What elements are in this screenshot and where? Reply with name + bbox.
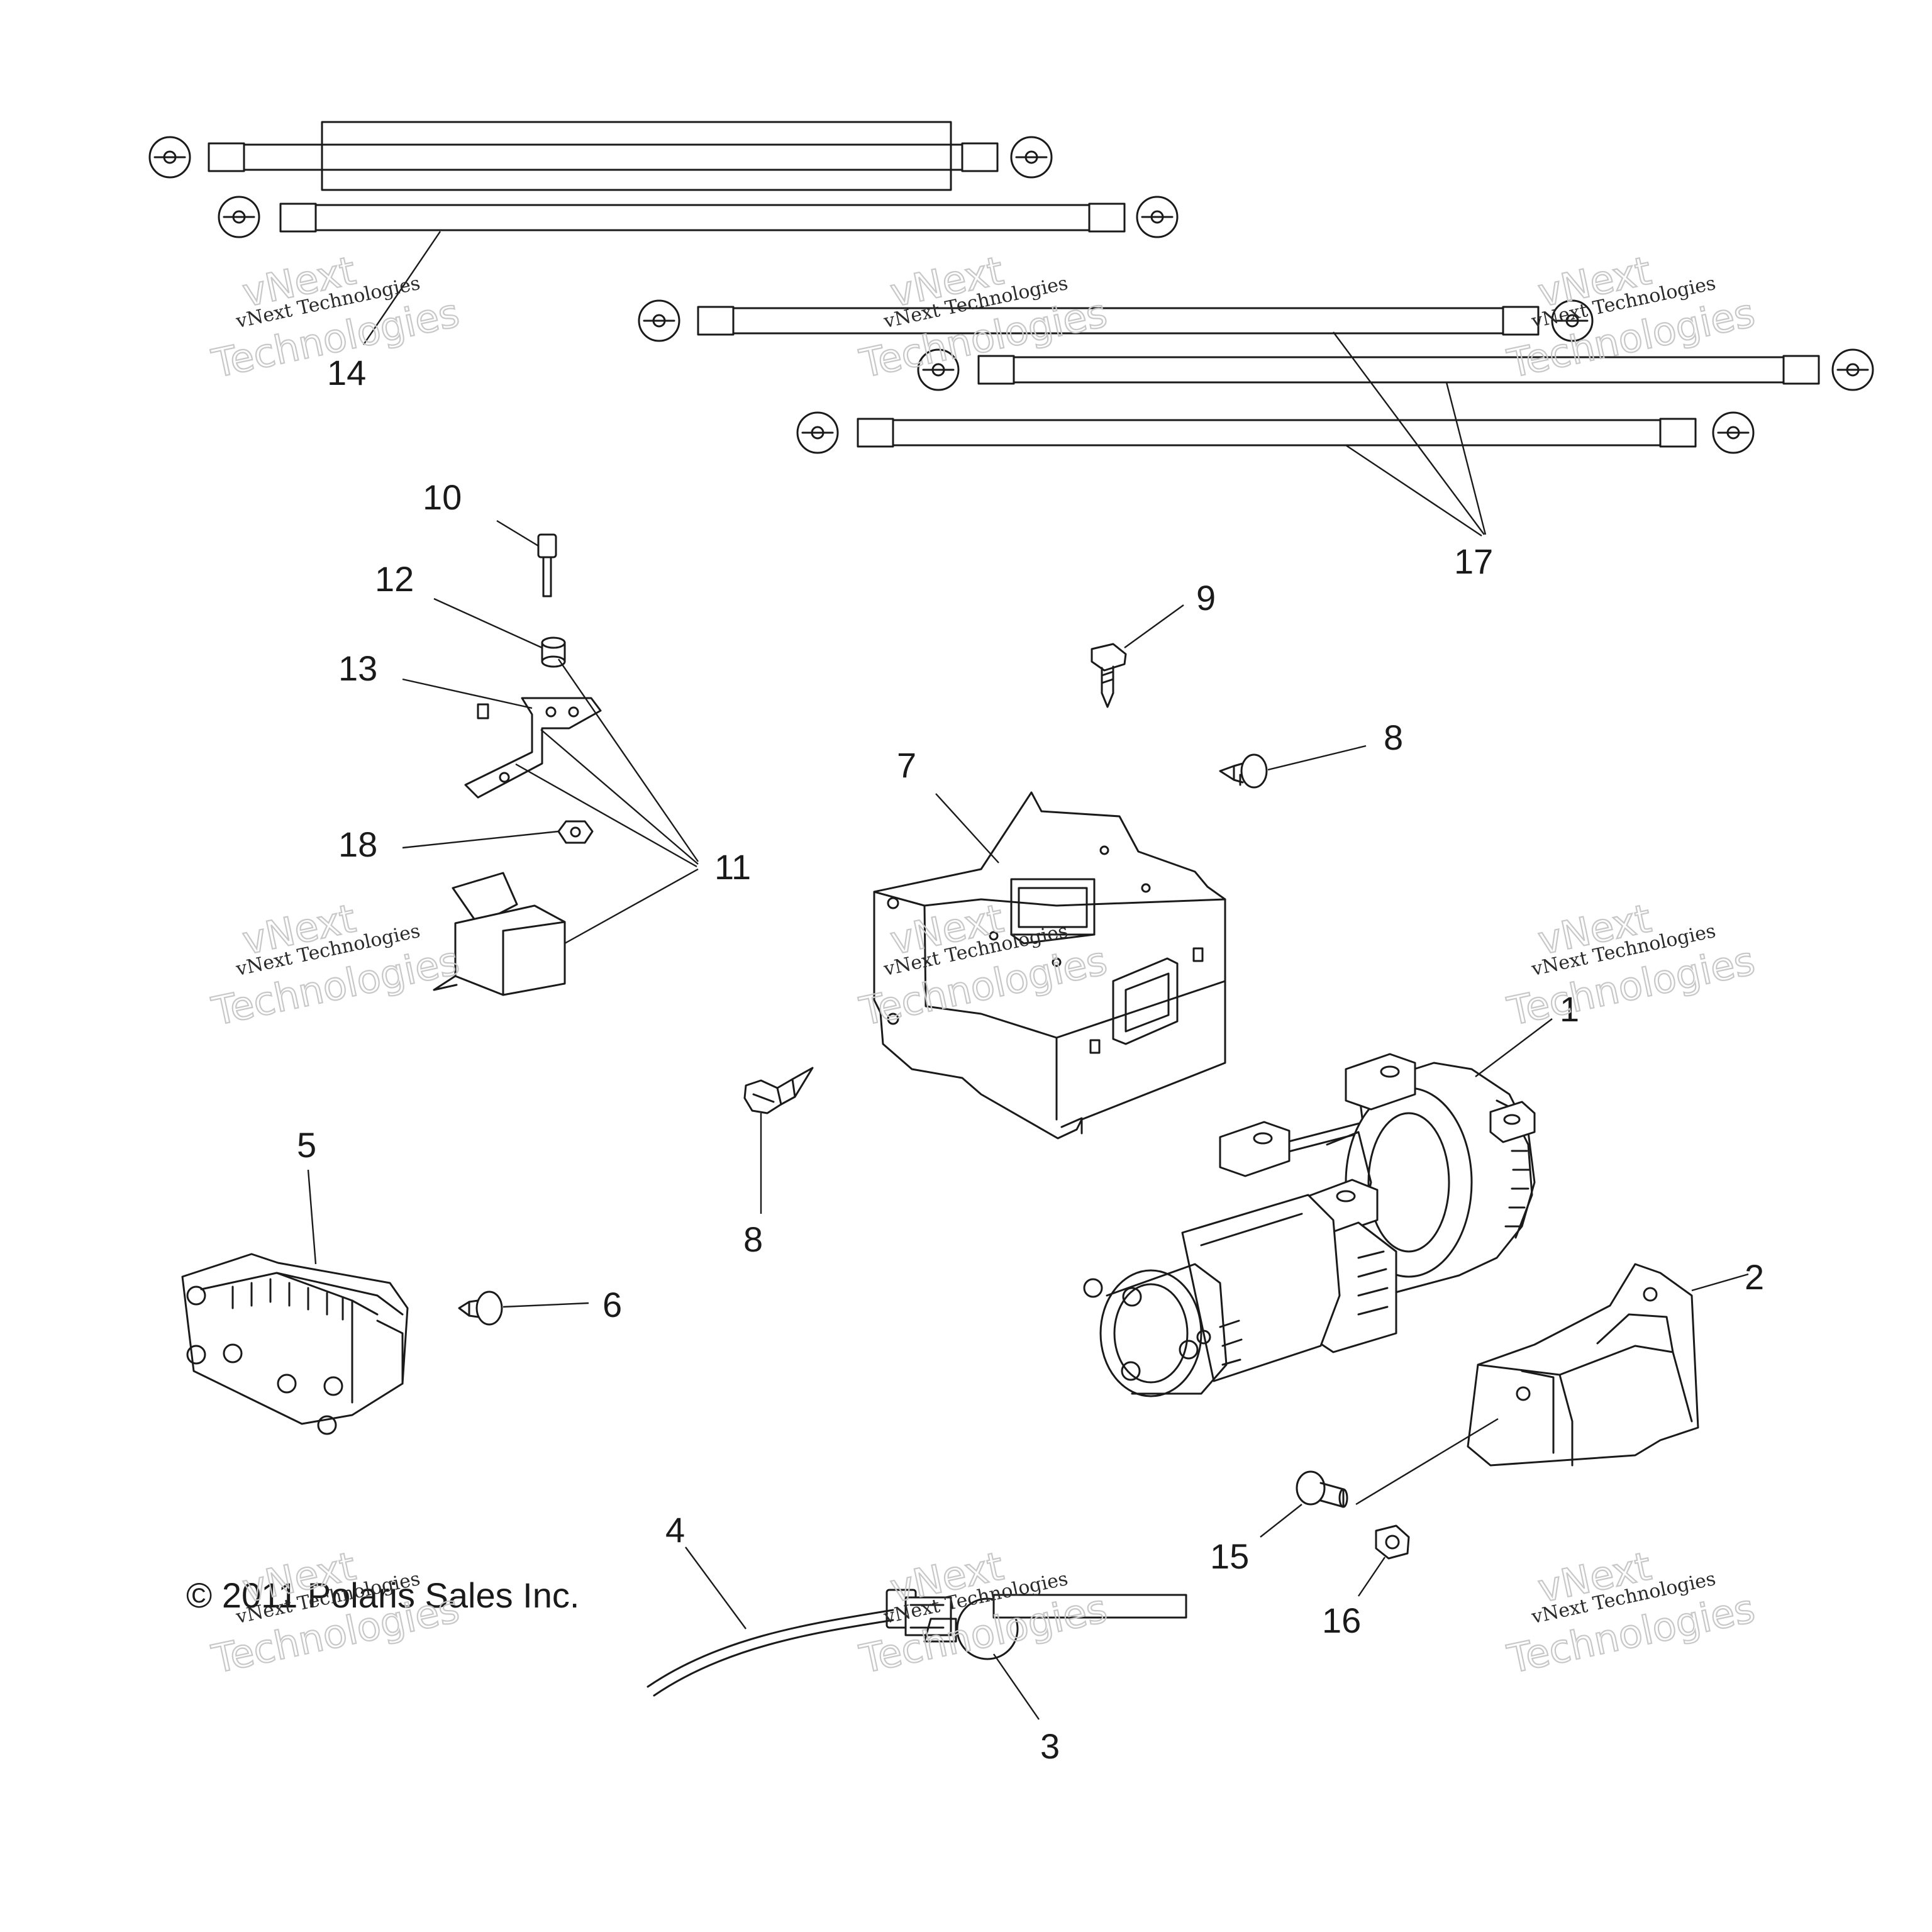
watermark-9: vNext vNext Technologies Technologies xyxy=(1503,1542,1760,1683)
watermark-8: vNext vNext Technologies Technologies xyxy=(855,1542,1112,1683)
leader-14 xyxy=(363,231,441,345)
callout-17: 17 xyxy=(1454,541,1493,581)
winch-1 xyxy=(1083,1053,1536,1397)
bolt-15 xyxy=(1296,1470,1348,1508)
leader-8-upper xyxy=(1267,745,1367,771)
hook-3 xyxy=(904,1594,1187,1660)
leader-15 xyxy=(1260,1504,1302,1538)
nut-18 xyxy=(557,820,594,844)
leader-17 xyxy=(1333,331,1487,536)
callout-14: 14 xyxy=(327,353,366,392)
cable-17-c xyxy=(796,411,1755,454)
leader-6 xyxy=(502,1302,589,1308)
screw-9 xyxy=(1091,643,1127,708)
leader-13 xyxy=(402,678,533,709)
bolt-10 xyxy=(537,533,557,597)
callout-8-upper: 8 xyxy=(1384,718,1403,757)
cable-17-a xyxy=(638,299,1594,342)
spacer-12 xyxy=(541,636,566,668)
cable-14-lower xyxy=(218,196,1179,238)
watermark-2: vNext vNext Technologies Technologies xyxy=(855,247,1112,387)
bracket-13 xyxy=(464,697,602,799)
leader-1 xyxy=(1475,1018,1553,1077)
leader-2 xyxy=(1691,1273,1749,1292)
callout-8-lower: 8 xyxy=(743,1219,763,1259)
callout-3: 3 xyxy=(1040,1726,1060,1766)
leader-18 xyxy=(402,830,559,849)
callout-12: 12 xyxy=(375,559,414,599)
relay-11 xyxy=(433,872,566,996)
contactor-5 xyxy=(181,1253,409,1435)
callout-16: 16 xyxy=(1322,1601,1361,1640)
screw-8-lower xyxy=(743,1067,814,1114)
callout-4: 4 xyxy=(665,1510,685,1550)
callout-15: 15 xyxy=(1210,1536,1249,1576)
callout-18: 18 xyxy=(338,824,377,864)
leader-4 xyxy=(685,1546,747,1629)
callout-5: 5 xyxy=(297,1125,316,1165)
leader-3 xyxy=(993,1653,1040,1720)
callout-7: 7 xyxy=(897,745,916,785)
callout-11: 11 xyxy=(714,847,751,887)
cable-17-b xyxy=(917,348,1874,391)
bracket-2 xyxy=(1467,1263,1699,1467)
callout-2: 2 xyxy=(1745,1257,1764,1297)
watermark-1: vNext vNext Technologies Technologies xyxy=(208,247,464,387)
leader-5 xyxy=(307,1169,317,1265)
winch-mount-7 xyxy=(873,791,1226,1140)
leader-12 xyxy=(433,597,543,649)
copyright-text: © 2011 Polaris Sales Inc. xyxy=(186,1575,579,1615)
leader-10 xyxy=(496,519,539,547)
leader-2b xyxy=(1355,1418,1499,1506)
callout-10: 10 xyxy=(423,477,462,517)
screw-6 xyxy=(458,1291,503,1326)
cable-14-upper xyxy=(148,121,1053,191)
nut-16 xyxy=(1375,1524,1410,1560)
screw-8-upper xyxy=(1219,753,1268,789)
callout-13: 13 xyxy=(338,648,377,688)
leader-7 xyxy=(935,793,999,863)
watermark-6: vNext vNext Technologies Technologies xyxy=(1503,894,1760,1035)
watermark-4: vNext vNext Technologies Technologies xyxy=(208,894,464,1035)
leader-16 xyxy=(1358,1557,1385,1597)
leader-11 xyxy=(515,658,699,945)
callout-9: 9 xyxy=(1196,578,1216,618)
leader-9 xyxy=(1124,604,1184,648)
watermark-7: vNext vNext Technologies Technologies xyxy=(208,1542,464,1683)
callout-1: 1 xyxy=(1560,989,1579,1029)
callout-6: 6 xyxy=(602,1285,622,1324)
